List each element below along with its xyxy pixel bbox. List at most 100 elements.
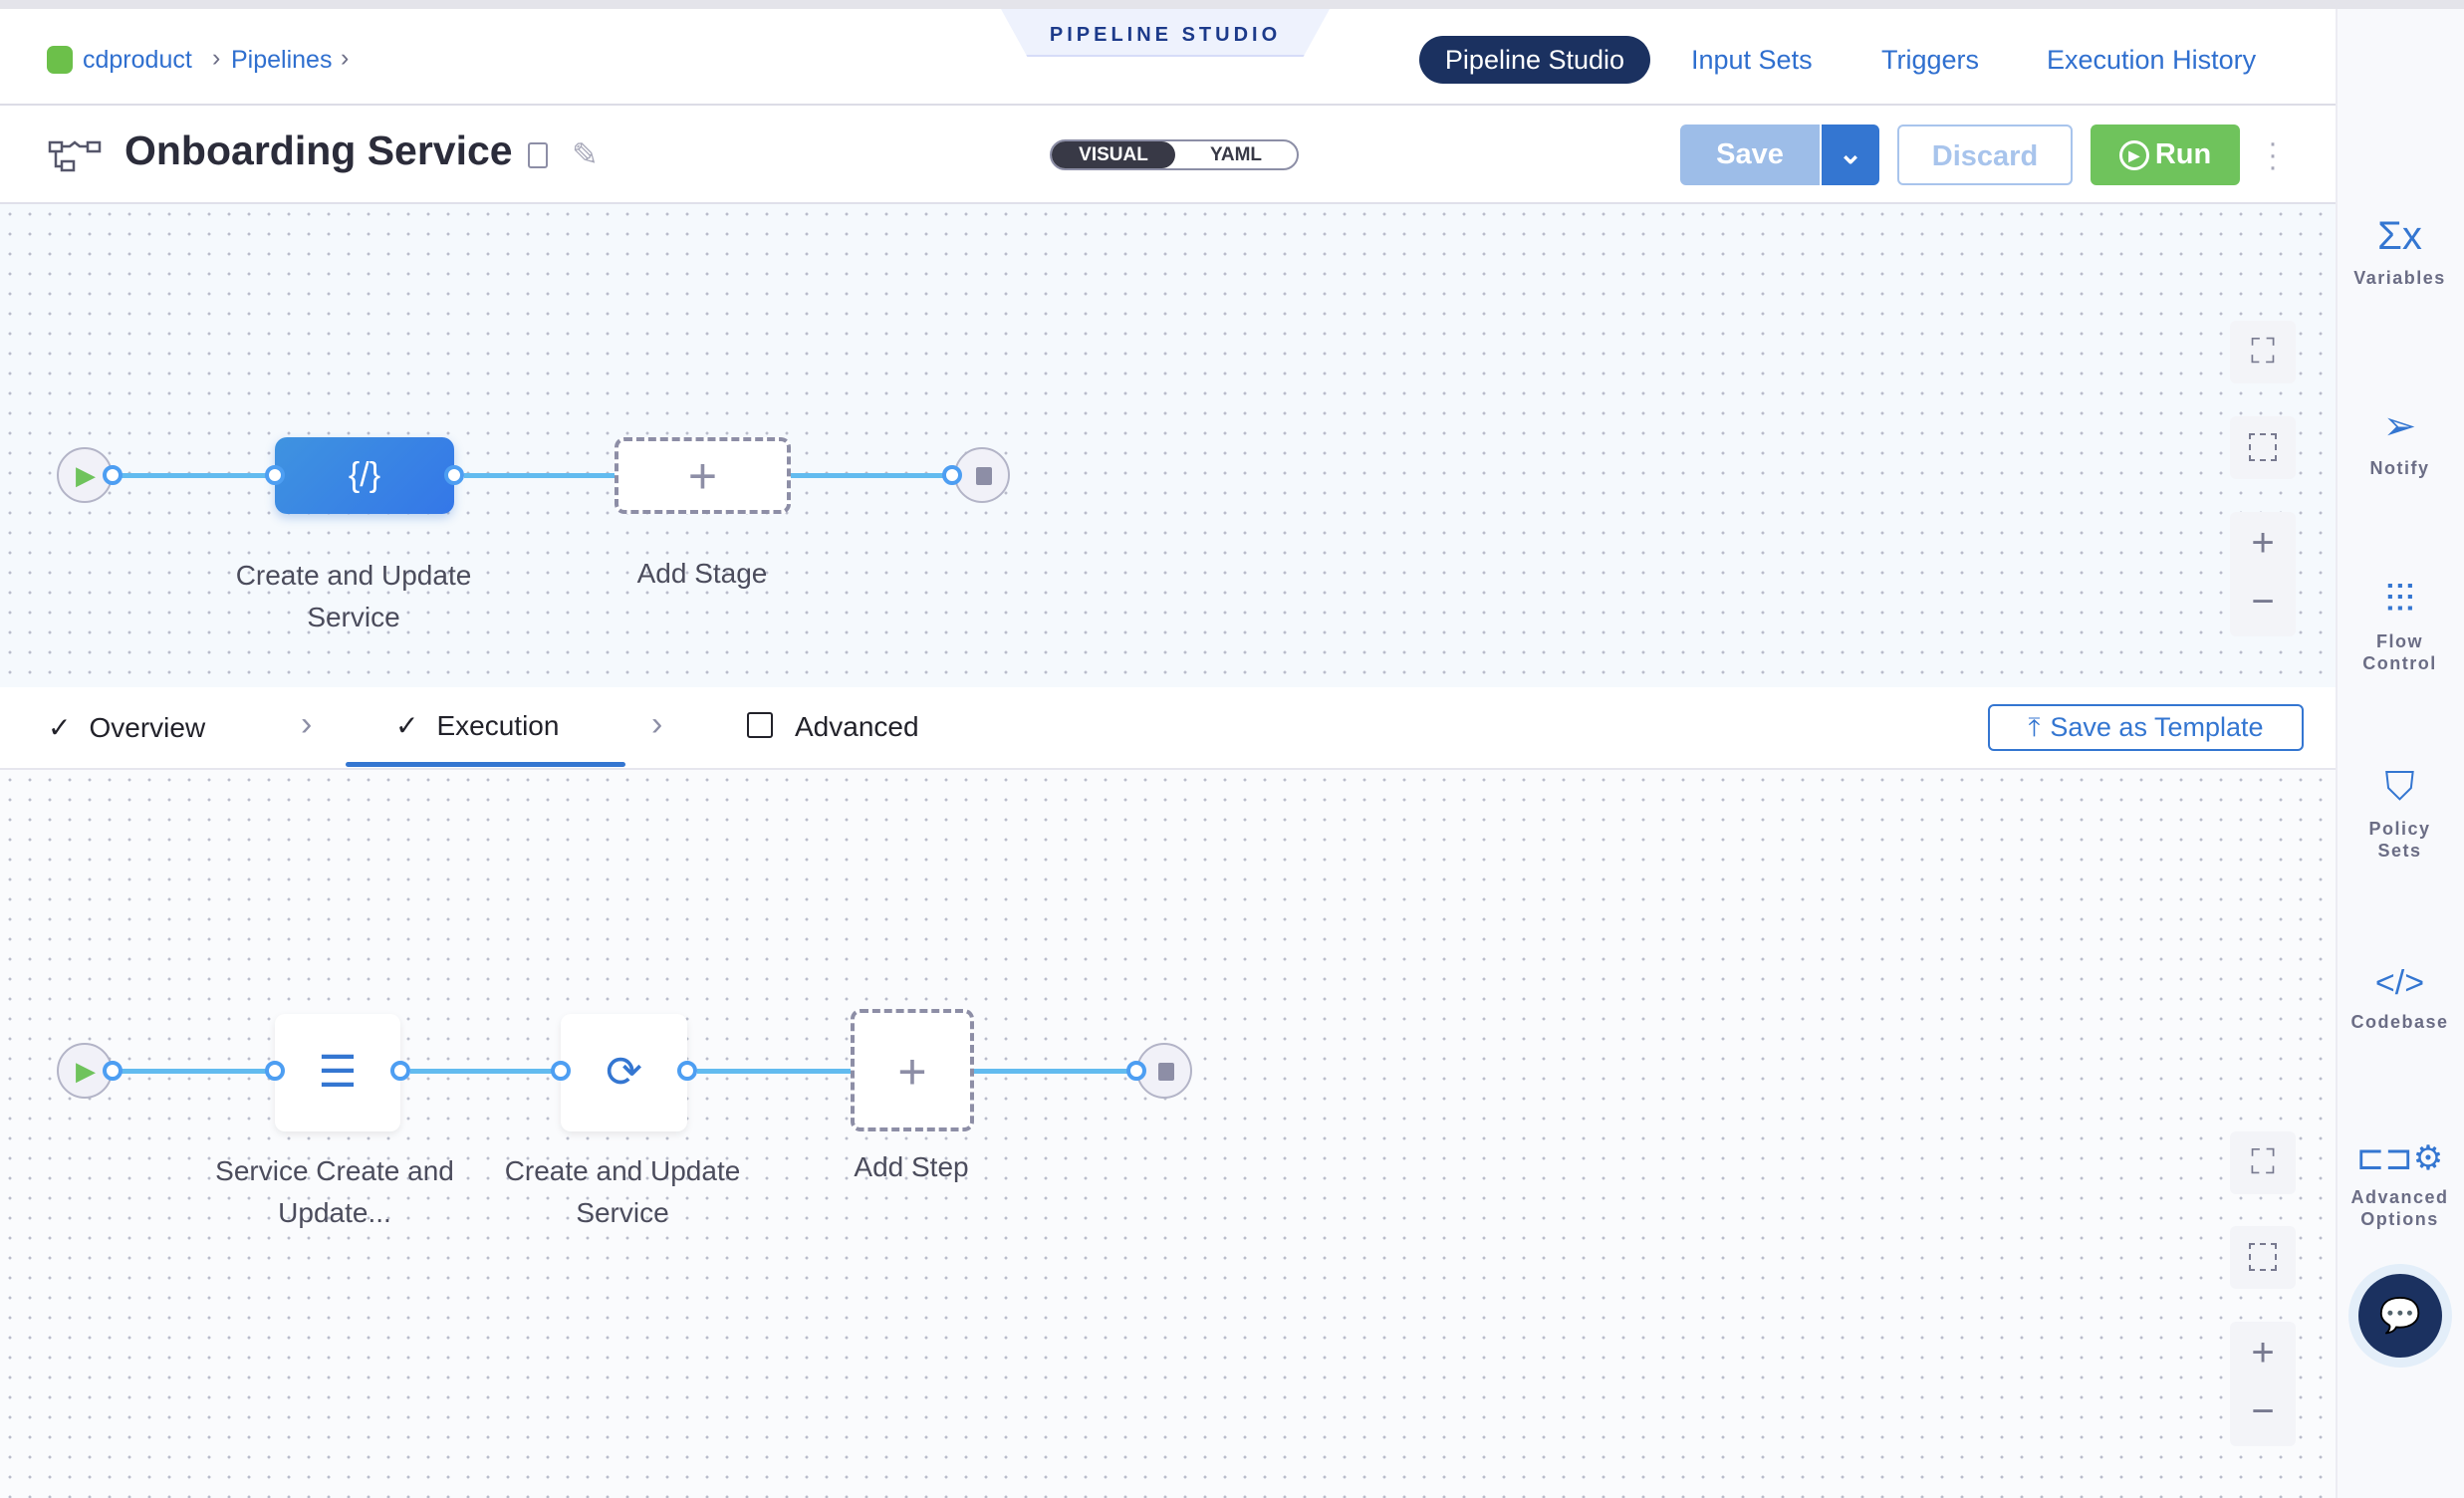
sidebar-label: Notify xyxy=(2369,458,2430,478)
port xyxy=(103,1061,123,1081)
tab-label: Advanced xyxy=(795,711,919,742)
add-stage-button[interactable]: + xyxy=(615,437,791,514)
execution-graph-canvas[interactable] xyxy=(0,770,2336,1498)
tab-overview[interactable]: ✓Overview xyxy=(48,711,205,744)
step-label: Service Create and Update... xyxy=(215,1155,454,1228)
connector xyxy=(410,1069,563,1074)
port xyxy=(942,465,962,485)
nav-triggers[interactable]: Triggers xyxy=(1881,45,1980,75)
play-icon: ▶ xyxy=(76,1056,96,1086)
connector xyxy=(791,473,950,478)
port xyxy=(103,465,123,485)
stop-icon xyxy=(1158,1063,1174,1081)
advanced-options-icon: ⊏⊐⚙ xyxy=(2355,1139,2444,1177)
breadcrumb-pipelines[interactable]: Pipelines xyxy=(231,46,333,74)
port xyxy=(551,1061,571,1081)
pipeline-title: Onboarding Service xyxy=(124,127,513,173)
active-tab-indicator xyxy=(346,762,625,767)
help-chat-button[interactable]: 💬 xyxy=(2358,1274,2442,1358)
pipeline-studio-banner: PIPELINE STUDIO xyxy=(1001,9,1330,57)
sidebar-label: Codebase xyxy=(2350,1012,2449,1032)
nav-pipeline-studio[interactable]: Pipeline Studio xyxy=(1419,36,1650,84)
breadcrumb-project[interactable]: cdproduct xyxy=(83,46,192,74)
tab-advanced[interactable]: Advanced xyxy=(747,711,919,743)
sidebar-label: Variables xyxy=(2353,268,2446,288)
port xyxy=(677,1061,697,1081)
pipeline-start-node: ▶ xyxy=(57,447,113,503)
port xyxy=(444,465,464,485)
sidebar-item-advanced-options[interactable]: ⊏⊐⚙ Advanced Options xyxy=(2336,1138,2464,1230)
tab-execution[interactable]: ✓Execution xyxy=(395,709,559,742)
connector xyxy=(113,1069,277,1074)
sidebar-item-flow-control[interactable]: ⫶⫶⫶Flow Control xyxy=(2336,578,2464,674)
stop-icon xyxy=(976,467,992,485)
chat-question-icon: 💬 xyxy=(2378,1297,2422,1335)
port xyxy=(265,1061,285,1081)
connector xyxy=(697,1069,851,1074)
chevron-right-icon: › xyxy=(301,705,313,743)
toggle-yaml[interactable]: YAML xyxy=(1209,144,1263,165)
variables-icon: Σx xyxy=(2377,214,2422,258)
step-node-create-and-update-service[interactable]: ⟳ xyxy=(561,1014,687,1131)
add-step-label: Add Step xyxy=(854,1151,969,1182)
port xyxy=(390,1061,410,1081)
add-stage-label: Add Stage xyxy=(636,558,768,589)
terraform-apply-icon: ⟳ xyxy=(606,1048,642,1097)
connector xyxy=(464,473,615,478)
zoom-controls: + − xyxy=(2230,1322,2296,1446)
nav-input-sets[interactable]: Input Sets xyxy=(1691,45,1813,75)
zoom-out-icon[interactable]: − xyxy=(2251,1389,2275,1433)
sidebar-item-policy-sets[interactable]: ⛉ Policy Sets xyxy=(2336,765,2464,862)
chevron-right-icon: › xyxy=(651,705,663,743)
fit-to-screen-icon[interactable]: ⛶ xyxy=(2230,1131,2296,1194)
edit-pencil-icon[interactable]: ✎ xyxy=(572,136,599,172)
paper-plane-icon: ➢ xyxy=(2382,404,2417,448)
select-area-icon[interactable] xyxy=(2230,416,2296,479)
stage-tabs-bar xyxy=(0,687,2336,770)
step-node-service-create-and-update[interactable]: ☰ xyxy=(275,1014,400,1131)
visual-yaml-toggle[interactable]: VISUAL YAML xyxy=(1050,139,1299,170)
discard-button[interactable]: Discard xyxy=(1897,125,2073,185)
run-label: Run xyxy=(2154,138,2212,170)
zoom-in-icon[interactable]: + xyxy=(2251,1331,2275,1374)
window-top-strip xyxy=(0,0,2464,9)
save-as-template-button[interactable]: ⤒Save as Template xyxy=(1988,704,2304,751)
shield-check-icon: ⛉ xyxy=(2384,765,2415,809)
more-options-kebab-icon[interactable]: ··· xyxy=(2268,126,2278,183)
breadcrumb-separator: › xyxy=(341,44,350,72)
sidebar-item-codebase[interactable]: </> Codebase xyxy=(2336,964,2464,1033)
code-warning-icon: </> xyxy=(2374,964,2425,1002)
add-step-button[interactable]: + xyxy=(851,1009,974,1131)
zoom-controls: + − xyxy=(2230,512,2296,636)
sidebar-label: Policy Sets xyxy=(2368,819,2431,861)
sidebar-item-notify[interactable]: ➢ Notify xyxy=(2336,403,2464,479)
stage-node-create-and-update-service[interactable]: {/} xyxy=(275,437,454,514)
advanced-settings-icon xyxy=(747,712,773,738)
right-sidebar xyxy=(2336,9,2464,1498)
zoom-in-icon[interactable]: + xyxy=(2251,521,2275,565)
fit-to-screen-icon[interactable]: ⛶ xyxy=(2230,321,2296,383)
check-icon: ✓ xyxy=(48,712,72,743)
sidebar-label: Flow Control xyxy=(2362,631,2437,673)
save-button[interactable]: Save xyxy=(1680,125,1820,185)
connector xyxy=(113,473,277,478)
select-area-icon[interactable] xyxy=(2230,1226,2296,1289)
pipeline-end-node xyxy=(954,447,1010,503)
step-label: Create and Update Service xyxy=(504,1155,741,1228)
description-icon[interactable] xyxy=(528,142,548,168)
zoom-out-icon[interactable]: − xyxy=(2251,580,2275,624)
sidebar-label: Advanced Options xyxy=(2350,1187,2449,1229)
stage-label: Create and Update Service xyxy=(235,560,472,632)
pipeline-icon xyxy=(48,140,102,172)
port xyxy=(265,465,285,485)
play-circle-icon: ▶ xyxy=(2118,140,2149,171)
nav-execution-history[interactable]: Execution History xyxy=(2047,45,2257,75)
tab-label: Execution xyxy=(436,710,560,741)
save-as-template-label: Save as Template xyxy=(2050,712,2264,742)
run-button[interactable]: ▶Run xyxy=(2091,125,2240,185)
save-options-chevron-down-icon[interactable]: ⌄ xyxy=(1820,125,1879,185)
toggle-visual[interactable]: VISUAL xyxy=(1052,141,1175,168)
connector xyxy=(974,1069,1135,1074)
custom-stage-icon: {/} xyxy=(348,456,381,494)
